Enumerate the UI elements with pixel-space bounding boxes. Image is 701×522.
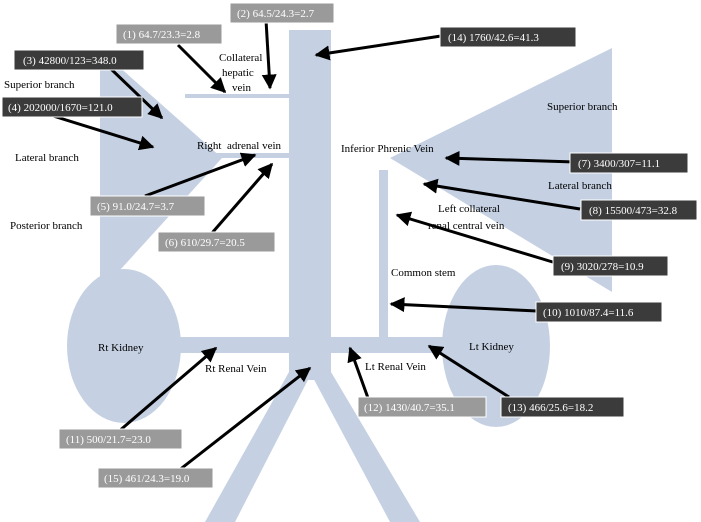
right-kidney bbox=[67, 269, 181, 423]
lateral-branch-right-label: Lateral branch bbox=[15, 152, 79, 164]
measurement-11-text: (11) 500/21.7=23.0 bbox=[66, 434, 151, 446]
measurement-3-text: (3) 42800/123=348.0 bbox=[23, 55, 117, 67]
inferior-vena-cava bbox=[289, 30, 331, 380]
measurement-6-text: (6) 610/29.7=20.5 bbox=[165, 237, 245, 249]
anatomy bbox=[67, 30, 612, 522]
lt-renal-vein-label: Lt Renal Vein bbox=[365, 361, 426, 373]
right-renal-vein-vessel bbox=[170, 337, 295, 353]
arrow-4 bbox=[49, 113, 155, 151]
measurement-box-5: (5) 91.0/24.7=3.7 bbox=[89, 195, 206, 217]
arrow-6 bbox=[210, 162, 274, 234]
left-iliac-vein bbox=[310, 372, 420, 522]
measurement-box-3: (3) 42800/123=348.0 bbox=[13, 49, 145, 71]
measurement-boxes: (1) 64.7/23.3=2.8 (2) 64.5/24.3=2.7 (3) … bbox=[1, 2, 698, 489]
measurement-box-11: (11) 500/21.7=23.0 bbox=[58, 428, 183, 450]
lt-kidney-label: Lt Kidney bbox=[469, 341, 514, 353]
collateral-hepatic-label-2: hepatic bbox=[222, 67, 254, 79]
arrow-12 bbox=[347, 346, 370, 399]
measurement-12-text: (12) 1430/40.7=35.1 bbox=[364, 402, 455, 414]
measurement-5-text: (5) 91.0/24.7=3.7 bbox=[97, 201, 175, 213]
right-adrenal-vein-vessel bbox=[198, 153, 291, 158]
measurement-box-8: (8) 15500/473=32.8 bbox=[580, 199, 698, 221]
lateral-branch-left-label: Lateral branch bbox=[548, 180, 612, 192]
measurement-7-text: (7) 3400/307=11.1 bbox=[578, 158, 660, 170]
collateral-hepatic-label-1: Collateral bbox=[219, 52, 262, 64]
measurement-4-text: (4) 202000/1670=121.0 bbox=[8, 102, 113, 114]
measurement-box-13: (13) 466/25.6=18.2 bbox=[500, 396, 625, 418]
right-adrenal-vein-label: Right adrenal vein bbox=[197, 140, 282, 152]
arrow-11 bbox=[117, 346, 218, 434]
measurement-box-14: (14) 1760/42.6=41.3 bbox=[439, 26, 577, 48]
posterior-branch-right-label: Posterior branch bbox=[10, 220, 83, 232]
arrow-13 bbox=[427, 344, 510, 399]
left-collateral-label-2: renal central vein bbox=[428, 220, 505, 232]
measurement-10-text: (10) 1010/87.4=11.6 bbox=[543, 307, 634, 319]
left-adrenal-gland bbox=[390, 48, 612, 292]
arrow-5 bbox=[144, 152, 257, 198]
measurement-box-15: (15) 461/24.3=19.0 bbox=[97, 467, 214, 489]
arrow-10 bbox=[389, 297, 538, 313]
arrow-14 bbox=[314, 34, 442, 61]
arrow-3 bbox=[108, 66, 164, 120]
right-iliac-vein bbox=[205, 372, 312, 522]
measurement-box-12: (12) 1430/40.7=35.1 bbox=[357, 396, 487, 418]
left-adrenal-vein-vessel bbox=[379, 170, 388, 340]
arrow-8 bbox=[422, 178, 581, 211]
measurement-box-4: (4) 202000/1670=121.0 bbox=[1, 96, 143, 118]
right-adrenal-gland bbox=[100, 50, 222, 292]
arrows bbox=[49, 19, 581, 473]
inferior-phrenic-vein-label: Inferior Phrenic Vein bbox=[341, 143, 434, 155]
measurement-box-7: (7) 3400/307=11.1 bbox=[569, 152, 689, 174]
arrow-2 bbox=[261, 19, 277, 90]
measurement-13-text: (13) 466/25.6=18.2 bbox=[508, 402, 593, 414]
measurement-14-text: (14) 1760/42.6=41.3 bbox=[448, 32, 539, 44]
measurement-box-6: (6) 610/29.7=20.5 bbox=[157, 231, 276, 253]
measurement-box-9: (9) 3020/278=10.9 bbox=[552, 255, 669, 277]
superior-branch-left-label: Superior branch bbox=[547, 101, 618, 113]
measurement-1-text: (1) 64.7/23.3=2.8 bbox=[123, 29, 201, 41]
anatomy-labels: Collateral hepatic vein Superior branch … bbox=[4, 52, 618, 375]
measurement-15-text: (15) 461/24.3=19.0 bbox=[104, 473, 190, 485]
measurement-box-2: (2) 64.5/24.3=2.7 bbox=[229, 2, 335, 24]
rt-renal-vein-label: Rt Renal Vein bbox=[205, 363, 267, 375]
arrow-9 bbox=[395, 211, 557, 265]
collateral-hepatic-label-3: vein bbox=[232, 82, 251, 94]
left-kidney bbox=[442, 265, 550, 427]
common-stem-label: Common stem bbox=[391, 267, 456, 279]
left-collateral-label-1: Left collateral bbox=[438, 203, 500, 215]
arrow-1 bbox=[176, 43, 227, 94]
measurement-9-text: (9) 3020/278=10.9 bbox=[561, 261, 644, 273]
superior-branch-right-label: Superior branch bbox=[4, 79, 75, 91]
arrow-7 bbox=[444, 150, 576, 166]
rt-kidney-label: Rt Kidney bbox=[98, 342, 144, 354]
arrow-15 bbox=[177, 366, 312, 473]
measurement-box-1: (1) 64.7/23.3=2.8 bbox=[115, 23, 223, 45]
measurement-2-text: (2) 64.5/24.3=2.7 bbox=[237, 8, 315, 20]
measurement-box-10: (10) 1010/87.4=11.6 bbox=[535, 301, 663, 323]
collateral-hepatic-vein-vessel bbox=[185, 94, 291, 98]
measurement-8-text: (8) 15500/473=32.8 bbox=[589, 205, 678, 217]
